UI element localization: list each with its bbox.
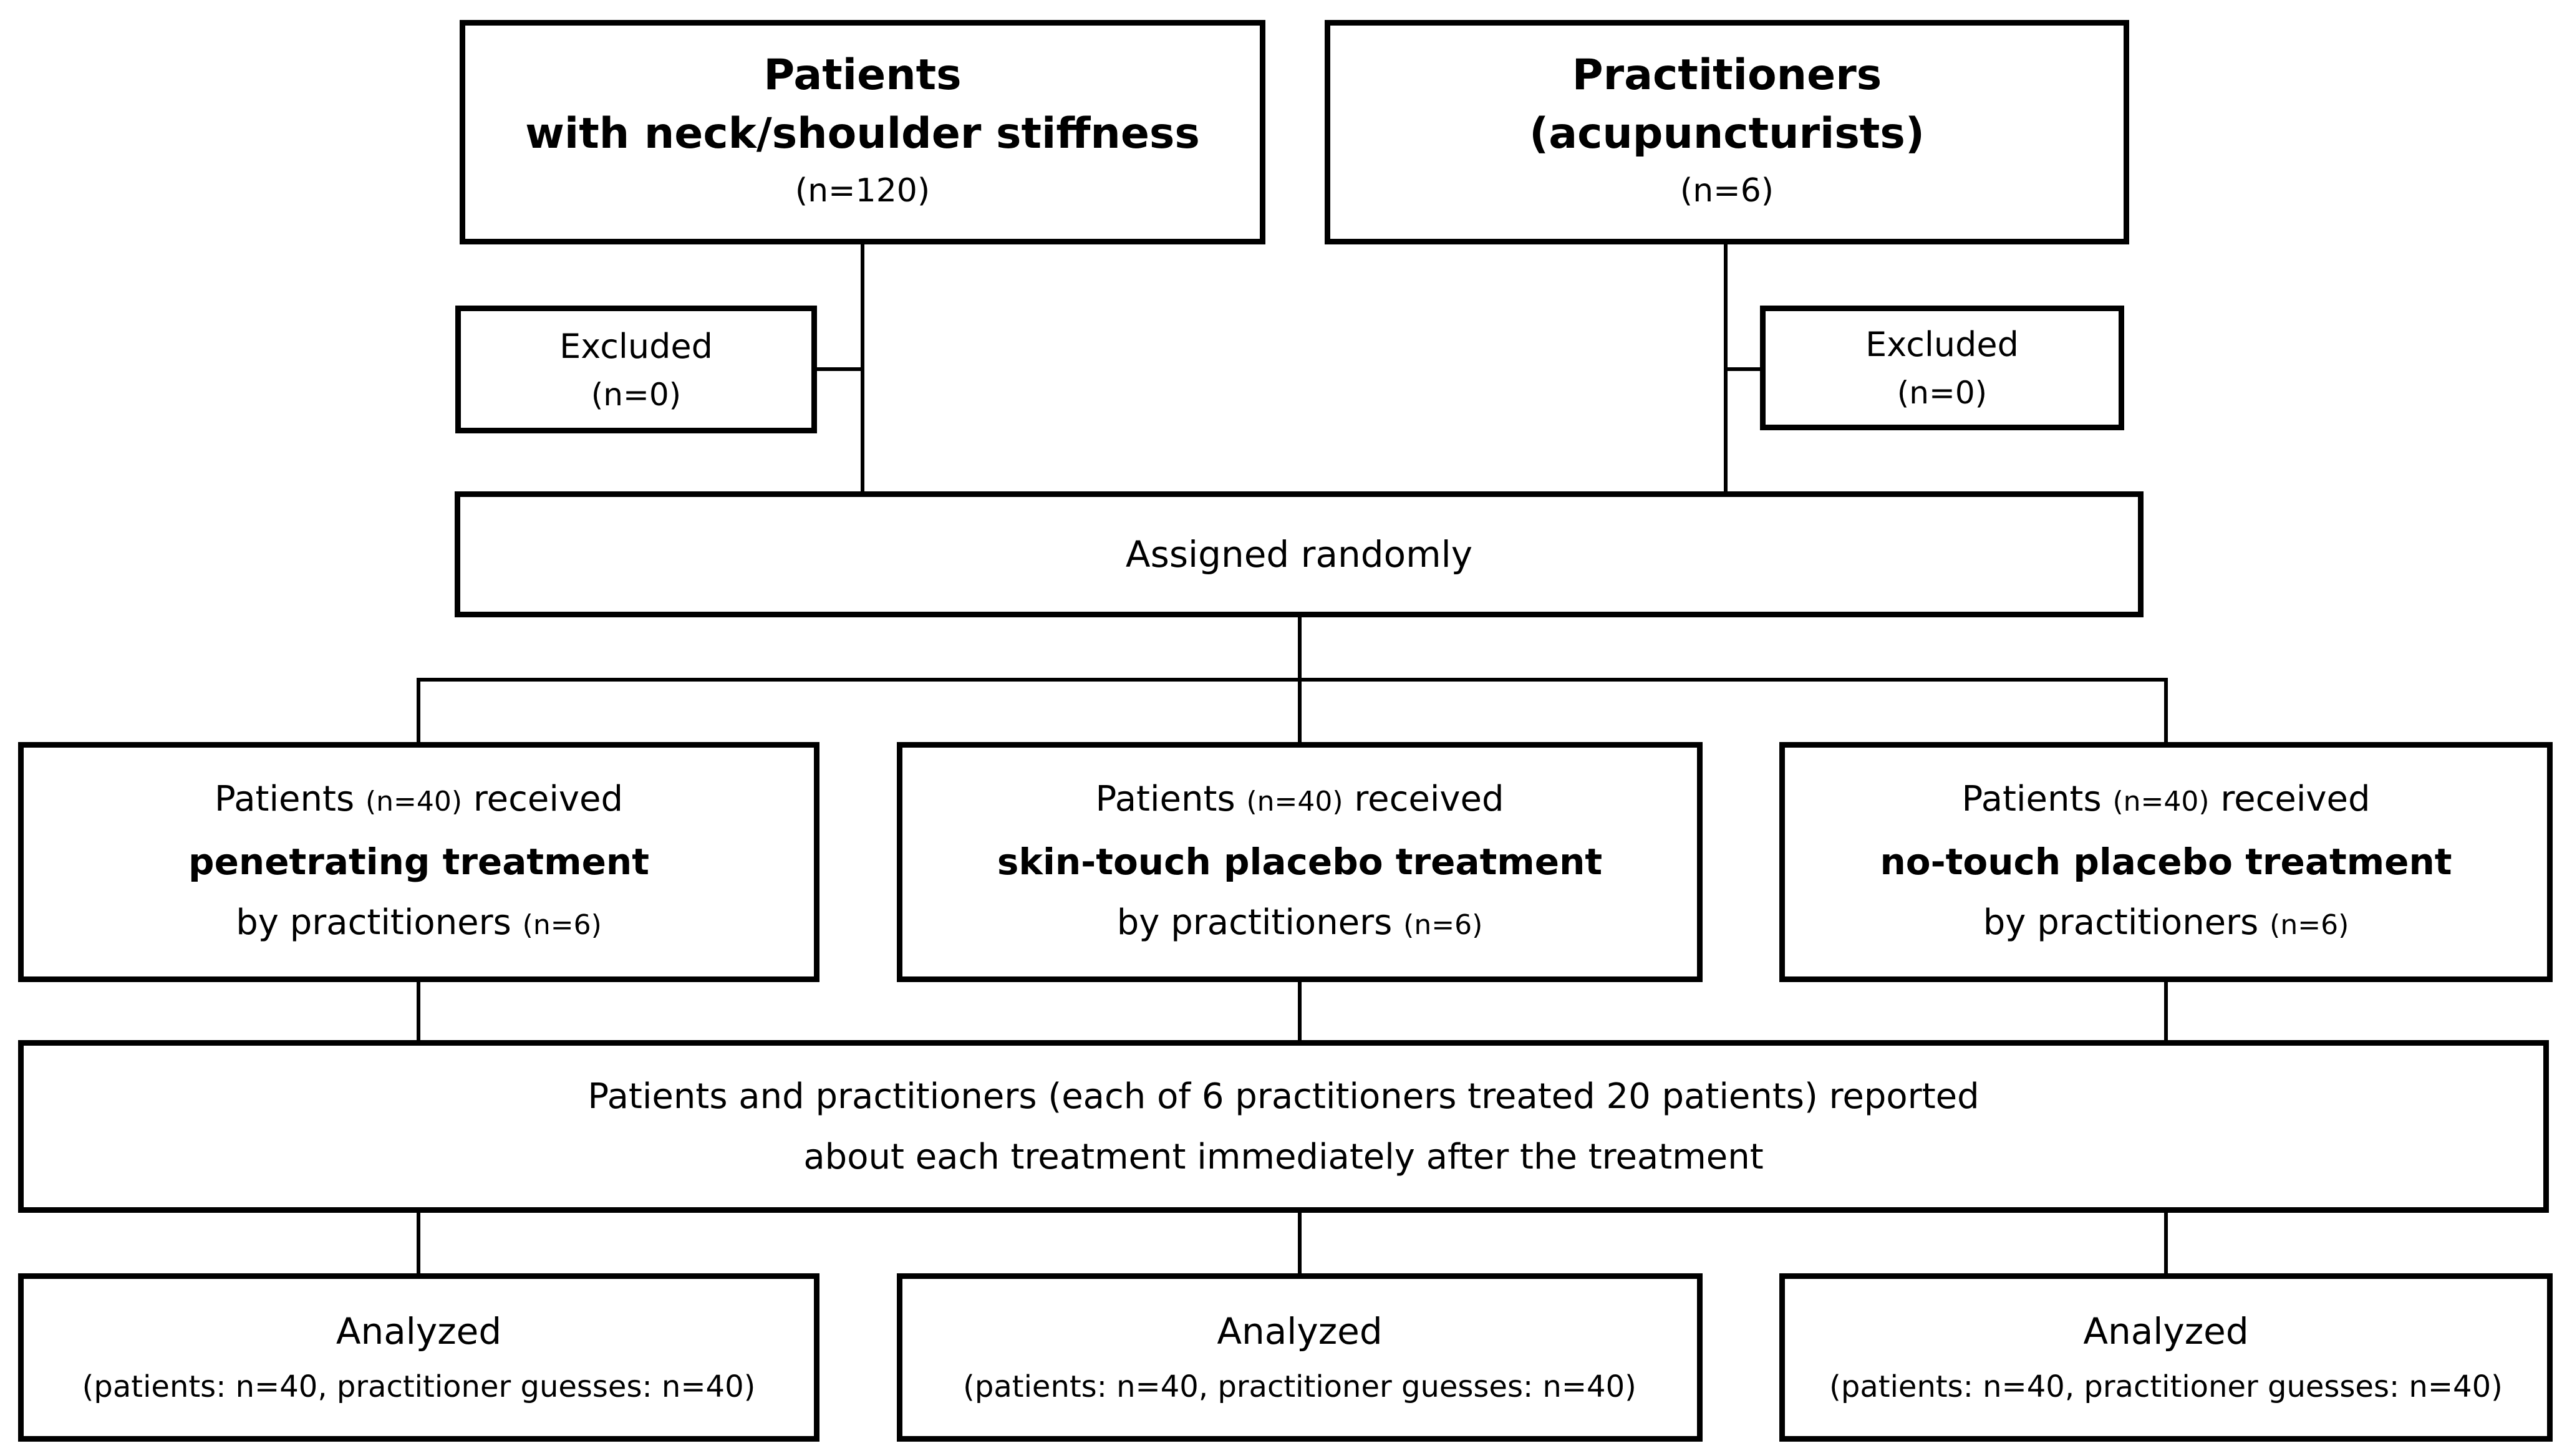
reported-to-analyzed-3-line (2164, 1213, 2168, 1273)
analyzed-1-label: Analyzed (336, 1310, 502, 1352)
excluded-right-label: Excluded (1865, 325, 2019, 364)
reported-line-2: about each treatment immediately after t… (803, 1136, 1764, 1177)
branch-2-line1-pre: Patients (1095, 779, 1235, 819)
practitioners-count: (n=6) (1680, 172, 1774, 210)
branch-3-treatment: no-touch placebo treatment (1880, 841, 2452, 883)
excluded-right-box: Excluded (n=0) (1760, 306, 2124, 430)
excluded-left-box: Excluded (n=0) (455, 306, 817, 433)
assigned-randomly-box: Assigned randomly (455, 491, 2144, 617)
patients-box: Patients with neck/shoulder stiffness (n… (460, 20, 1265, 244)
branch-1-line1-n: (n=40) (365, 786, 463, 817)
analyzed-penetrating-box: Analyzed (patients: n=40, practitioner g… (18, 1273, 819, 1442)
branch-no-touch-box: Patients (n=40) received no-touch placeb… (1779, 742, 2553, 982)
excluded-right-stub-line (1726, 367, 1762, 371)
split-drop-center-line (1298, 678, 1302, 742)
analyzed-3-label: Analyzed (2083, 1310, 2249, 1352)
excluded-left-label: Excluded (559, 326, 713, 366)
analyzed-2-detail: (patients: n=40, practitioner guesses: n… (963, 1369, 1636, 1404)
reported-line-1: Patients and practitioners (each of 6 pr… (587, 1076, 1980, 1117)
split-drop-right-line (2164, 678, 2168, 742)
branch-2-treatment: skin-touch placebo treatment (997, 841, 1603, 883)
branch-1-line1-post: received (473, 779, 624, 819)
branch-3-line1-post: received (2220, 779, 2371, 819)
branch-2-line3-n: (n=6) (1403, 909, 1483, 941)
branch-3-to-reported-line (2164, 982, 2168, 1040)
excluded-left-count: (n=0) (591, 376, 682, 413)
analyzed-2-label: Analyzed (1217, 1310, 1383, 1352)
excluded-right-count: (n=0) (1897, 375, 1988, 411)
assigned-to-split-line (1298, 617, 1302, 680)
branch-3-line1-n: (n=40) (2112, 786, 2210, 817)
reported-box: Patients and practitioners (each of 6 pr… (18, 1040, 2549, 1213)
analyzed-1-detail: (patients: n=40, practitioner guesses: n… (82, 1369, 756, 1404)
excluded-left-stub-line (817, 367, 863, 371)
analyzed-skin-touch-box: Analyzed (patients: n=40, practitioner g… (897, 1273, 1703, 1442)
branch-3-line3-n: (n=6) (2270, 909, 2349, 941)
branch-1-treatment: penetrating treatment (188, 841, 649, 883)
branch-1-line1-pre: Patients (214, 779, 355, 819)
branch-2-to-reported-line (1298, 982, 1302, 1040)
branch-3-line3-pre: by practitioners (1983, 902, 2259, 943)
branch-2-line1-post: received (1354, 779, 1504, 819)
branch-1-line3-n: (n=6) (522, 909, 602, 941)
split-horizontal-line (417, 678, 2168, 682)
patients-title: Patients (763, 51, 962, 100)
branch-skin-touch-box: Patients (n=40) received skin-touch plac… (897, 742, 1703, 982)
branch-1-line3-pre: by practitioners (236, 902, 511, 943)
assigned-randomly-label: Assigned randomly (1125, 533, 1473, 576)
patients-count: (n=120) (795, 172, 931, 210)
practitioners-subtitle: (acupuncturists) (1529, 109, 1925, 158)
branch-3-line1-pre: Patients (1961, 779, 2102, 819)
reported-to-analyzed-2-line (1298, 1213, 1302, 1273)
analyzed-no-touch-box: Analyzed (patients: n=40, practitioner g… (1779, 1273, 2553, 1442)
branch-2-line3-pre: by practitioners (1116, 902, 1393, 943)
analyzed-3-detail: (patients: n=40, practitioner guesses: n… (1829, 1369, 2503, 1404)
practitioners-box: Practitioners (acupuncturists) (n=6) (1325, 20, 2129, 244)
practitioners-title: Practitioners (1572, 51, 1882, 100)
reported-to-analyzed-1-line (417, 1213, 420, 1273)
branch-2-line1-n: (n=40) (1246, 786, 1343, 817)
branch-penetrating-box: Patients (n=40) received penetrating tre… (18, 742, 819, 982)
patients-subtitle: with neck/shoulder stiffness (525, 109, 1200, 158)
branch-1-to-reported-line (417, 982, 420, 1040)
split-drop-left-line (417, 678, 420, 742)
